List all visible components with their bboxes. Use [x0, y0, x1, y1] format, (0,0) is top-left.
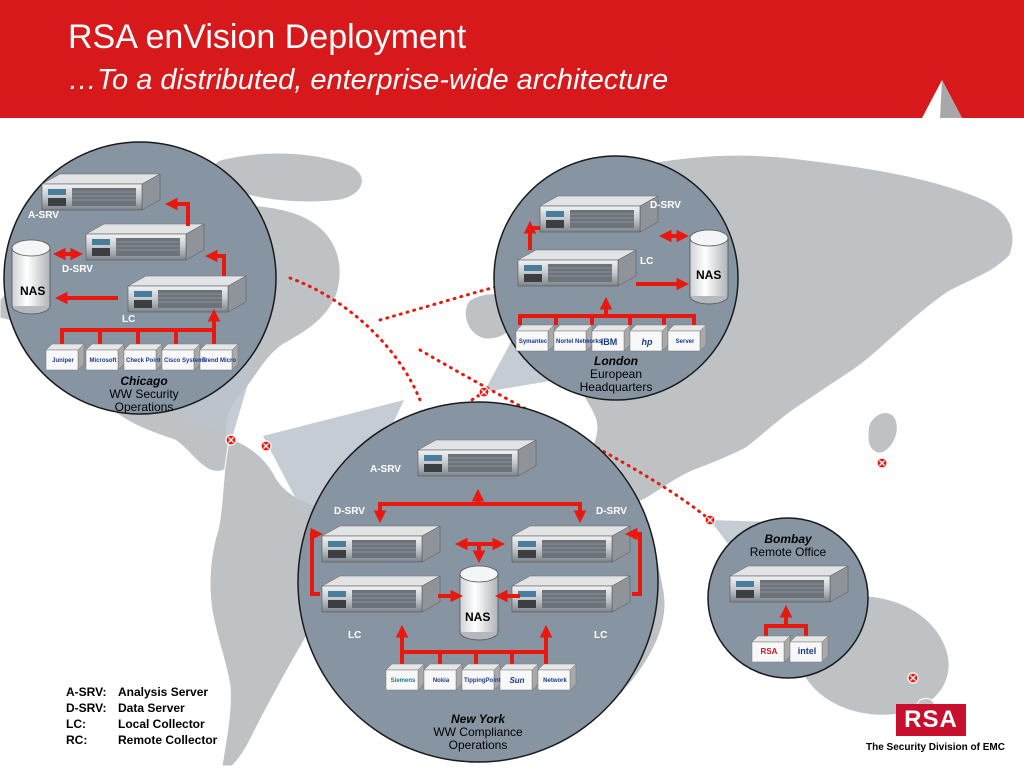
vendor-checkpoint: Check Point	[126, 358, 161, 364]
bombay-marker	[704, 514, 716, 526]
legend-abbr: A-SRV:	[66, 685, 107, 699]
london-nas-label: NAS	[696, 268, 722, 282]
new-york-a-srv-label: A-SRV	[370, 464, 401, 475]
chicago-lc-label: LC	[122, 314, 136, 325]
new-york-lc-right-label: LC	[594, 630, 608, 641]
abbreviation-legend: A-SRV:Analysis Server D-SRV:Data Server …	[66, 684, 217, 748]
london-d-srv-server	[539, 195, 659, 233]
new-york-d-srv-right-label: D-SRV	[596, 506, 627, 517]
new-york-name: New York	[450, 712, 506, 726]
tokyo-marker	[876, 457, 888, 469]
new-york-site	[310, 439, 642, 691]
legend-row: D-SRV: Data Server	[66, 700, 217, 716]
legend-abbr: LC:	[66, 717, 86, 731]
new-york-nas-storage	[459, 565, 499, 641]
vendor-rsa: RSA	[760, 647, 778, 656]
slide-subtitle: …To a distributed, enterprise-wide archi…	[68, 64, 669, 96]
legend-desc: Remote Collector	[118, 733, 218, 747]
legend-abbr: RC:	[66, 733, 88, 747]
london-lc-server	[517, 249, 637, 287]
vendor-microsoft: Microsoft	[89, 358, 117, 364]
vendor-nortel: Nortel Networks	[556, 339, 603, 345]
london-site	[515, 195, 729, 352]
new-york-line2: Operations	[448, 738, 508, 752]
legend-abbr: D-SRV:	[66, 701, 107, 715]
bombay-name: Bombay	[764, 532, 812, 546]
chicago-line2: Operations	[114, 400, 174, 414]
chicago-caption: Chicago WW Security Operations	[88, 375, 200, 414]
new-york-a-srv-server	[417, 439, 537, 477]
new-york-nas-label: NAS	[465, 610, 491, 624]
bombay-rc-server	[729, 565, 849, 603]
new-york-lc-left-server	[321, 575, 441, 613]
vendor-server: Server	[675, 339, 695, 345]
new-york-d-srv-right-server	[511, 525, 631, 563]
chicago-a-srv-server	[41, 173, 161, 211]
bombay-line1: Remote Office	[749, 545, 827, 559]
rsa-tagline: The Security Division of EMC	[866, 742, 1005, 753]
chicago-line1: WW Security	[109, 387, 179, 401]
new-york-lc-left-label: LC	[348, 630, 362, 641]
london-lc-label: LC	[640, 256, 654, 267]
new-york-marker	[260, 440, 272, 452]
vendor-siemens: Siemens	[390, 678, 416, 684]
london-d-srv-label: D-SRV	[650, 200, 681, 211]
slide-title: RSA enVision Deployment	[68, 18, 467, 56]
chicago-nas-label: NAS	[20, 284, 46, 298]
legend-desc: Analysis Server	[118, 685, 209, 699]
new-york-d-srv-left-label: D-SRV	[334, 506, 365, 517]
legend-desc: Data Server	[118, 701, 185, 715]
vendor-symantec: Symantec	[518, 339, 548, 345]
new-york-lc-right-server	[511, 575, 631, 613]
bombay-caption: Bombay Remote Office	[728, 533, 848, 559]
header-banner	[0, 0, 1024, 118]
chicago-a-srv-label: A-SRV	[28, 210, 59, 221]
new-york-caption: New York WW Compliance Operations	[418, 713, 538, 752]
london-caption: London European Headquarters	[556, 355, 676, 394]
rsa-logo: RSA	[896, 704, 966, 736]
vendor-sun: Sun	[509, 676, 525, 685]
header-fold	[896, 80, 1024, 122]
legend-row: A-SRV: Analysis Server	[66, 684, 217, 700]
vendor-juniper: Juniper	[52, 358, 74, 364]
london-line2: Headquarters	[579, 380, 653, 394]
chicago-nas-storage	[11, 239, 51, 315]
chicago-site	[11, 173, 247, 371]
vendor-tippingpoint: TippingPoint	[464, 678, 501, 684]
london-line1: European	[589, 367, 643, 381]
vendor-network: Network	[543, 678, 567, 684]
new-york-line1: WW Compliance	[433, 725, 523, 739]
legend-desc: Local Collector	[118, 717, 205, 731]
vendor-nokia: Nokia	[432, 678, 450, 684]
new-york-d-srv-left-server	[321, 525, 441, 563]
vendor-cisco: Cisco Systems	[164, 358, 207, 364]
london-name: London	[594, 354, 638, 368]
japan-land	[867, 412, 898, 454]
bombay-site	[729, 565, 849, 663]
london-nas-storage	[689, 229, 729, 305]
chicago-d-srv-label: D-SRV	[62, 264, 93, 275]
legend-row: RC: Remote Collector	[66, 732, 217, 748]
vendor-intel: intel	[797, 646, 817, 656]
chicago-d-srv-server	[85, 223, 205, 261]
vendor-trend-micro: Trend Micro	[202, 358, 237, 364]
sydney-marker	[907, 672, 919, 684]
vendor-hp: hp	[641, 337, 653, 347]
legend-row: LC: Local Collector	[66, 716, 217, 732]
vendor-ibm: IBM	[600, 337, 618, 347]
london-marker	[478, 386, 490, 398]
chicago-name: Chicago	[120, 374, 168, 388]
chicago-lc-server	[127, 275, 247, 313]
chicago-marker	[225, 434, 237, 446]
